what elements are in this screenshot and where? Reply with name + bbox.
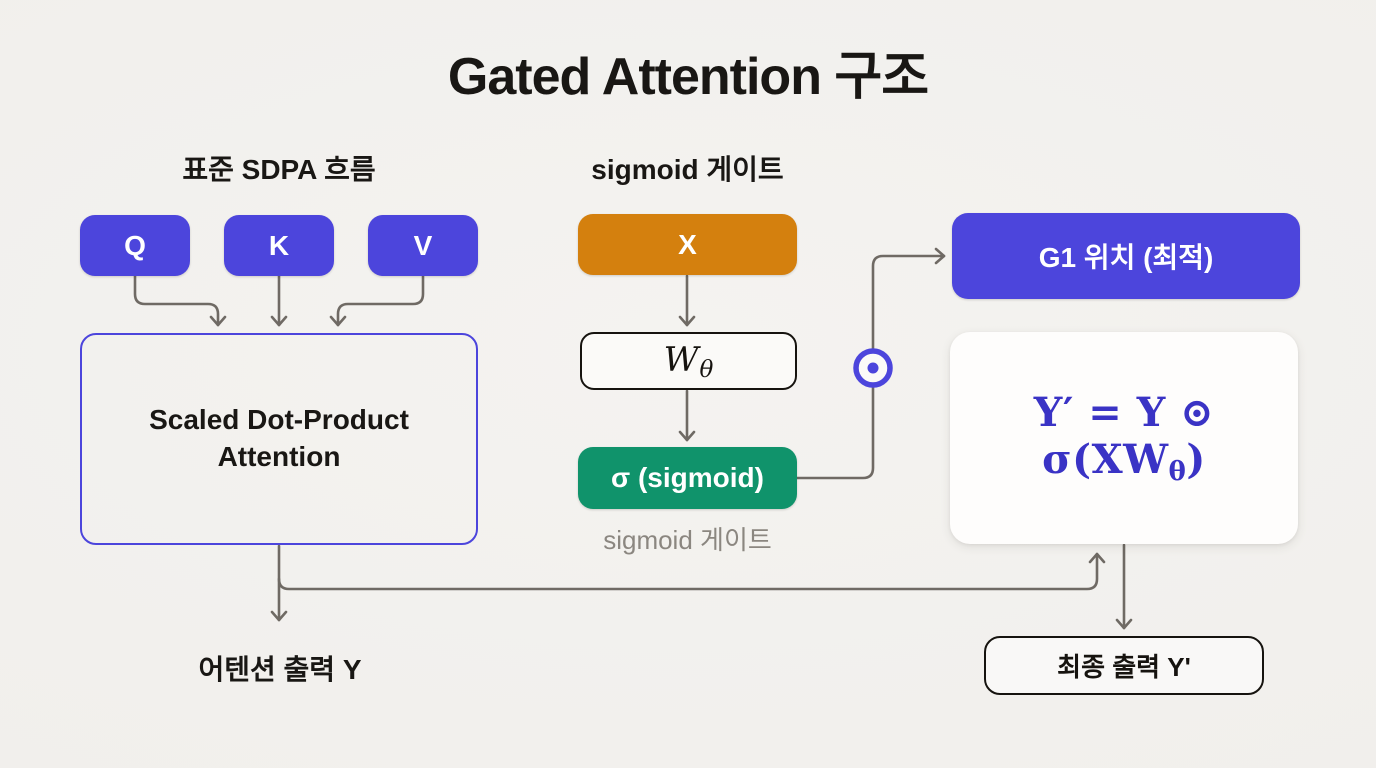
x-input-box: X bbox=[578, 214, 797, 275]
scaled-dot-product-attention-box: Scaled Dot-Product Attention bbox=[80, 333, 478, 545]
attention-output-label: 어텐션 출력 Y bbox=[198, 654, 362, 685]
sigmoid-gate-caption: sigmoid 게이트 bbox=[603, 525, 772, 555]
sdpa-section-header: 표준 SDPA 흐름 bbox=[182, 154, 376, 185]
formula-theta-subscript: θ bbox=[1168, 457, 1187, 487]
gated-output-formula: Y′ = Y ⊙ σ(XWθ) bbox=[1033, 389, 1215, 487]
weight-matrix-box: Wθ bbox=[580, 332, 797, 390]
connector-sigmoid-to-g1 bbox=[795, 247, 946, 480]
page-title: Gated Attention 구조 bbox=[447, 48, 929, 106]
final-output-box: 최종 출력 Y' bbox=[984, 636, 1264, 695]
sigmoid-gate-section-header: sigmoid 게이트 bbox=[591, 154, 784, 185]
v-input-box: V bbox=[368, 215, 478, 276]
weight-matrix-symbol: Wθ bbox=[663, 339, 714, 383]
arrow-v-to-sdpa bbox=[329, 274, 425, 327]
g1-position-box: G1 위치 (최적) bbox=[952, 213, 1300, 299]
formula-card: Y′ = Y ⊙ σ(XWθ) bbox=[950, 332, 1298, 544]
q-input-box: Q bbox=[80, 215, 190, 276]
k-input-box: K bbox=[224, 215, 334, 276]
arrow-q-to-sdpa bbox=[133, 274, 227, 327]
connector-sdpa-to-formula-card bbox=[277, 552, 1106, 591]
sigmoid-box: σ (sigmoid) bbox=[578, 447, 797, 509]
odot-operator-icon bbox=[853, 348, 893, 388]
weight-subscript: θ bbox=[699, 356, 714, 383]
